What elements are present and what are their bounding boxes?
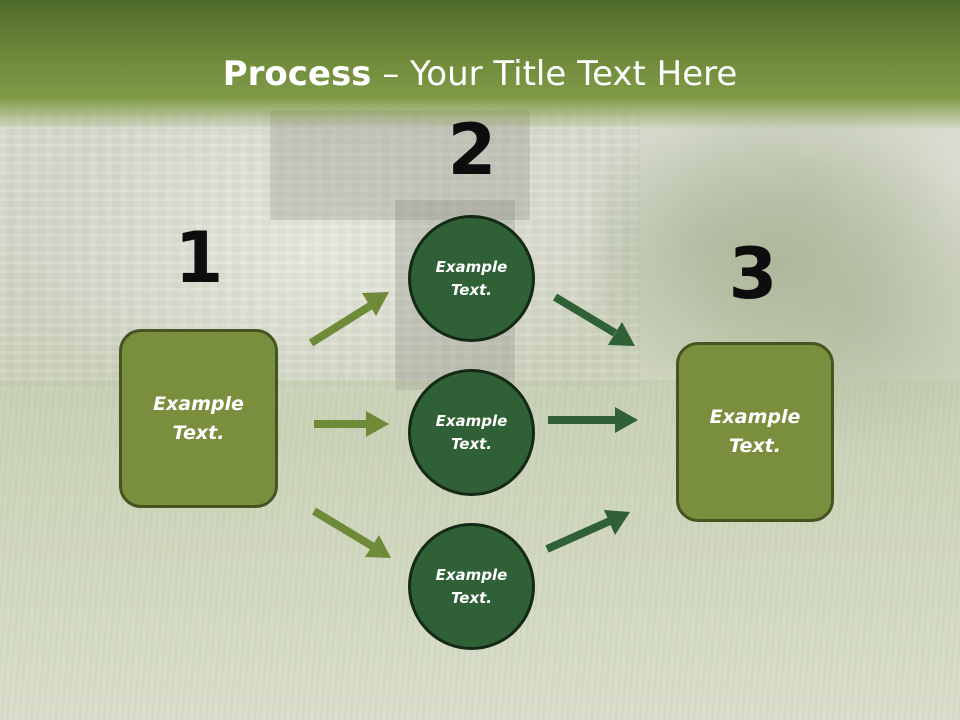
step-3-box: Example Text.	[676, 342, 834, 522]
title-rest: – Your Title Text Here	[371, 54, 738, 94]
step-number-2: 2	[447, 109, 497, 191]
background-stone-wall	[0, 110, 640, 390]
arrow-to-top-circle	[308, 292, 389, 347]
title-bold: Process	[222, 54, 372, 94]
step-2-circle-bottom: Example Text.	[408, 523, 535, 650]
arrow-top-to-box3	[552, 293, 635, 346]
step-number-3: 3	[728, 233, 778, 315]
step-number-1: 1	[174, 217, 224, 299]
step-2-circle-middle: Example Text.	[408, 369, 535, 496]
arrow-to-middle-circle	[314, 411, 389, 437]
arrow-to-bottom-circle	[311, 507, 391, 558]
step-2-circle-top: Example Text.	[408, 215, 535, 342]
arrow-bottom-to-box3	[545, 510, 630, 553]
step-1-box: Example Text.	[119, 329, 278, 508]
slide-title: Process – Your Title Text Here	[0, 52, 960, 96]
arrow-middle-to-box3	[548, 407, 638, 433]
title-band	[0, 0, 960, 130]
